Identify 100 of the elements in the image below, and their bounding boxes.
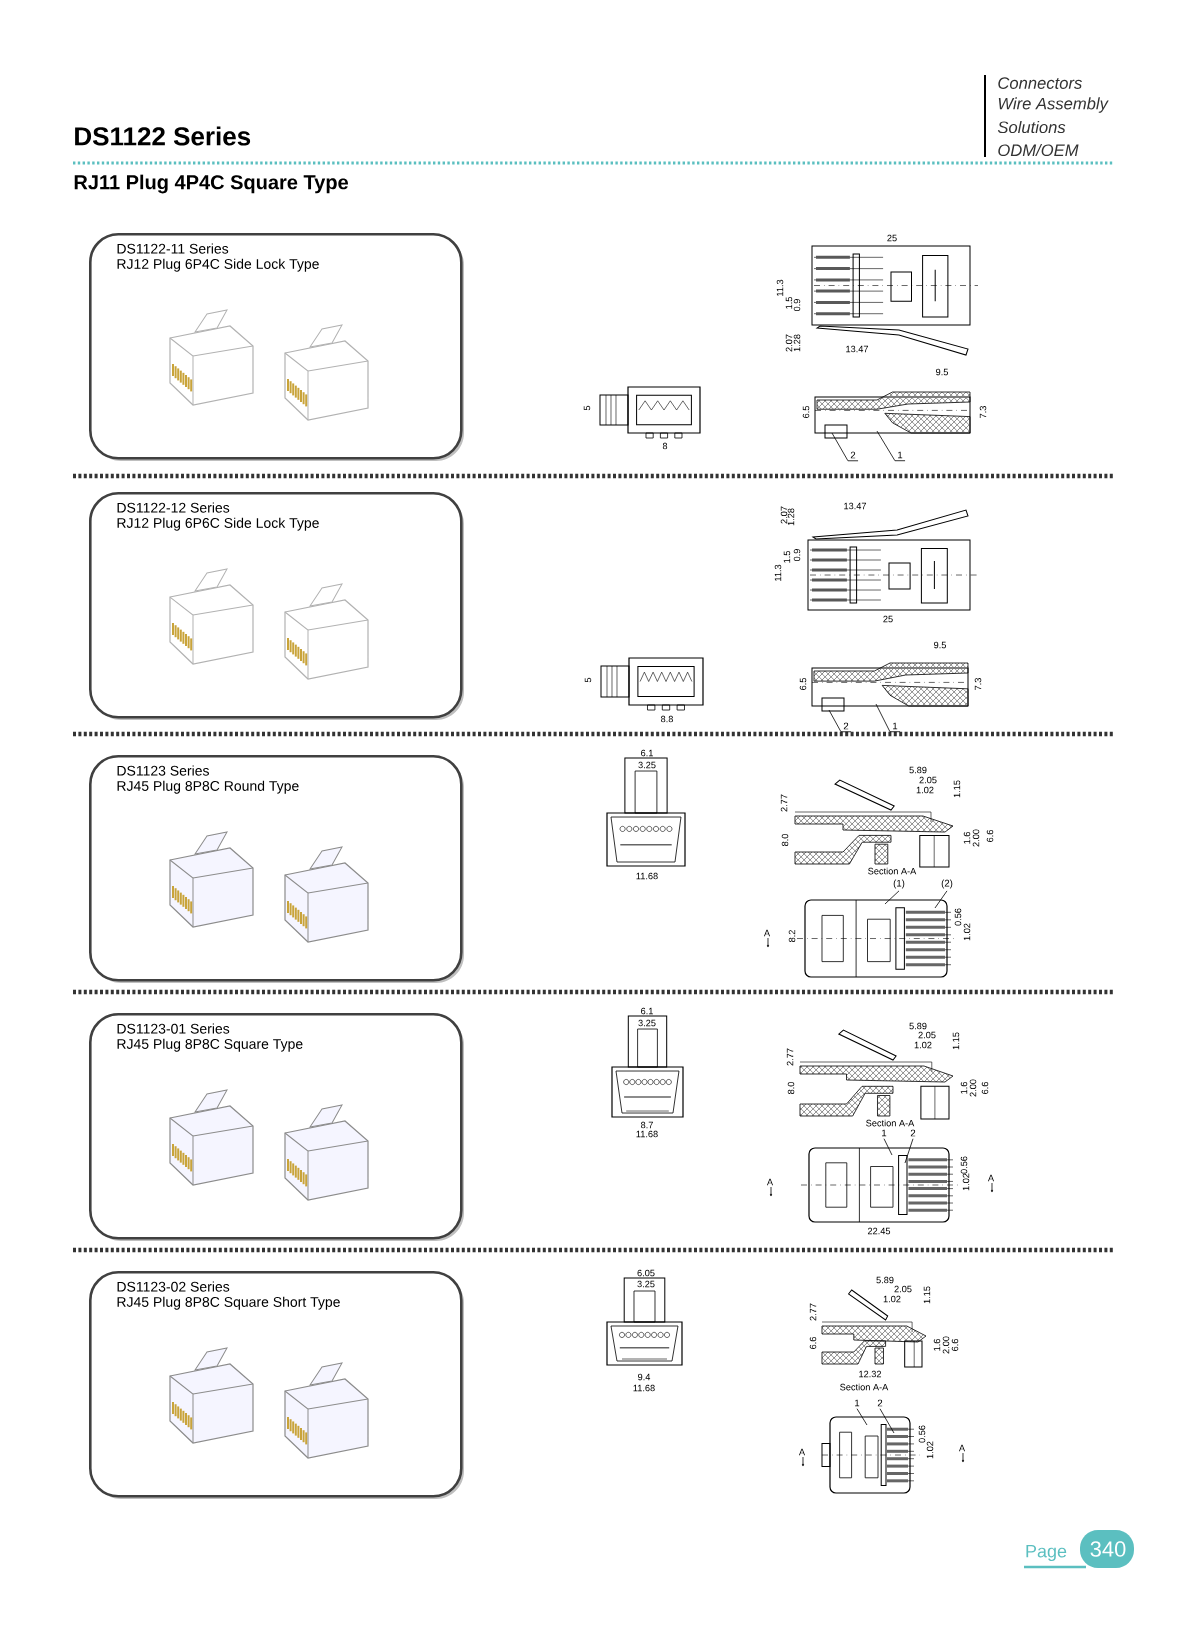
page-number-badge: 340 [1080,1530,1134,1568]
dimension-label: 2.00 [969,1079,977,1097]
dimension-label: 8.7 [641,1121,653,1129]
dimension-label: 6.6 [986,830,994,842]
dimension-label: 2.00 [942,1336,950,1354]
dimension-label: 6.1 [641,749,653,757]
dimension-label: 13.47 [846,345,869,353]
dimension-label: 8.0 [787,1081,795,1094]
dimension-label: 7.3 [979,406,987,418]
dimension-label: 2.77 [780,794,788,812]
leader-line [879,1408,895,1434]
callout-number: 2 [877,1399,883,1407]
dimension-label: 2.07 [785,334,793,352]
dimension-label: 11.68 [636,872,658,880]
dimension-label: 1.02 [914,1041,932,1049]
dimension-label: 3.25 [637,1280,655,1288]
dimension-label: 9.5 [936,368,948,376]
dimension-label: 6.6 [951,1339,959,1351]
dimension-label: 1.6 [933,1339,941,1351]
dimension-label: 6.6 [981,1082,989,1094]
dimension-label: 8 [662,442,668,450]
dimension-label: 1.15 [953,780,961,798]
dimension-label: 11.3 [774,564,782,581]
tagline: Solutions [997,120,1066,134]
dimension-label: 1.02 [883,1295,901,1303]
dimension-label: 1.6 [963,832,971,844]
callout-number: 1 [893,722,898,730]
section-view-drawing [811,667,969,707]
section-view-drawing [811,682,969,712]
dimension-label: 11.68 [633,1384,655,1392]
bottom-view-drawing [800,1147,960,1223]
dimension-label: 8.0 [781,833,789,846]
tagline: Wire Assembly [998,97,1109,113]
leader-line [828,709,852,733]
leader-line [856,1408,868,1426]
dimension-label: 5 [583,405,591,411]
dimension-label: 9.4 [638,1373,651,1381]
dimension-label: 12.32 [859,1370,882,1378]
dimension-label: 1.28 [793,334,801,352]
page-title: DS1122 Series [75,126,251,146]
callout-number: 2 [843,722,849,730]
dimension-label: 9.5 [934,641,946,649]
dimension-label: 2.05 [918,1031,936,1039]
dimension-label: 2.05 [919,776,937,784]
dimension-label: 6.05 [637,1269,655,1277]
section-view-drawing [814,396,971,434]
dimension-label: 8.2 [788,930,796,942]
dimension-label: 25 [887,234,897,242]
leader-line [876,430,906,462]
dimension-label: 25 [883,615,893,623]
dimension-label: 1.02 [962,1173,970,1191]
section-view-drawing [814,410,971,439]
dimension-label: 3.25 [638,1019,656,1027]
dimension-label: 1.02 [916,786,934,794]
subtitle: RJ11 Plug 4P4C Square Type [74,174,348,194]
dimension-label: 5 [584,677,592,683]
leader-line [884,890,900,905]
dimension-label: 2.05 [894,1285,912,1293]
dimension-label: 1.6 [960,1082,968,1094]
dimension-label: 6.6 [809,1337,817,1349]
dimension-label: 1.28 [787,508,795,526]
callout-number: (1) [893,879,905,889]
dimension-label: 5.89 [909,766,927,774]
dimension-label: 1.02 [926,1441,934,1459]
dimension-label: 11.3 [776,279,784,296]
callout-number: 1 [855,1399,860,1407]
tagline: Connectors [998,77,1082,89]
dimension-label: 1.5 [785,297,793,309]
dimension-label: 8.8 [661,715,673,723]
dimension-label: 2.77 [786,1048,794,1066]
dimension-label: 6.1 [641,1007,653,1015]
section-label: Section A-A [866,1119,915,1127]
section-view-drawing [813,662,969,682]
dimension-label: 1.15 [952,1032,960,1050]
leader-line [904,1138,914,1164]
dimension-label: 2.00 [972,829,980,847]
callout-number: 2 [850,451,856,459]
dimension-label: 3.25 [638,761,656,769]
section-label: Section A-A [840,1383,889,1391]
callout-number: 2 [910,1129,916,1137]
dimension-label: 0.9 [793,299,801,312]
dimension-label: 0.9 [793,549,801,562]
dimension-label: 11.68 [636,1130,658,1138]
section-view-drawing [816,391,971,410]
dimension-label: 2.07 [780,506,788,524]
dimension-label: 1.02 [963,923,971,941]
leader-line [831,432,859,462]
dimension-label: 1.5 [783,551,791,563]
dimension-label: 5.89 [876,1276,894,1284]
leader-line [883,1138,893,1156]
dimension-label: 13.47 [844,502,867,510]
dimension-label: 0.56 [960,1156,968,1174]
callout-number: (2) [941,879,953,889]
callout-number: 1 [898,451,903,459]
dimension-label: 5.89 [909,1022,927,1030]
leader-line [875,703,901,733]
tagline: ODM/OEM [998,143,1079,157]
dimension-label: 2.77 [809,1303,817,1321]
dimension-label: 1.15 [923,1286,931,1304]
callout-number: 1 [882,1129,887,1137]
